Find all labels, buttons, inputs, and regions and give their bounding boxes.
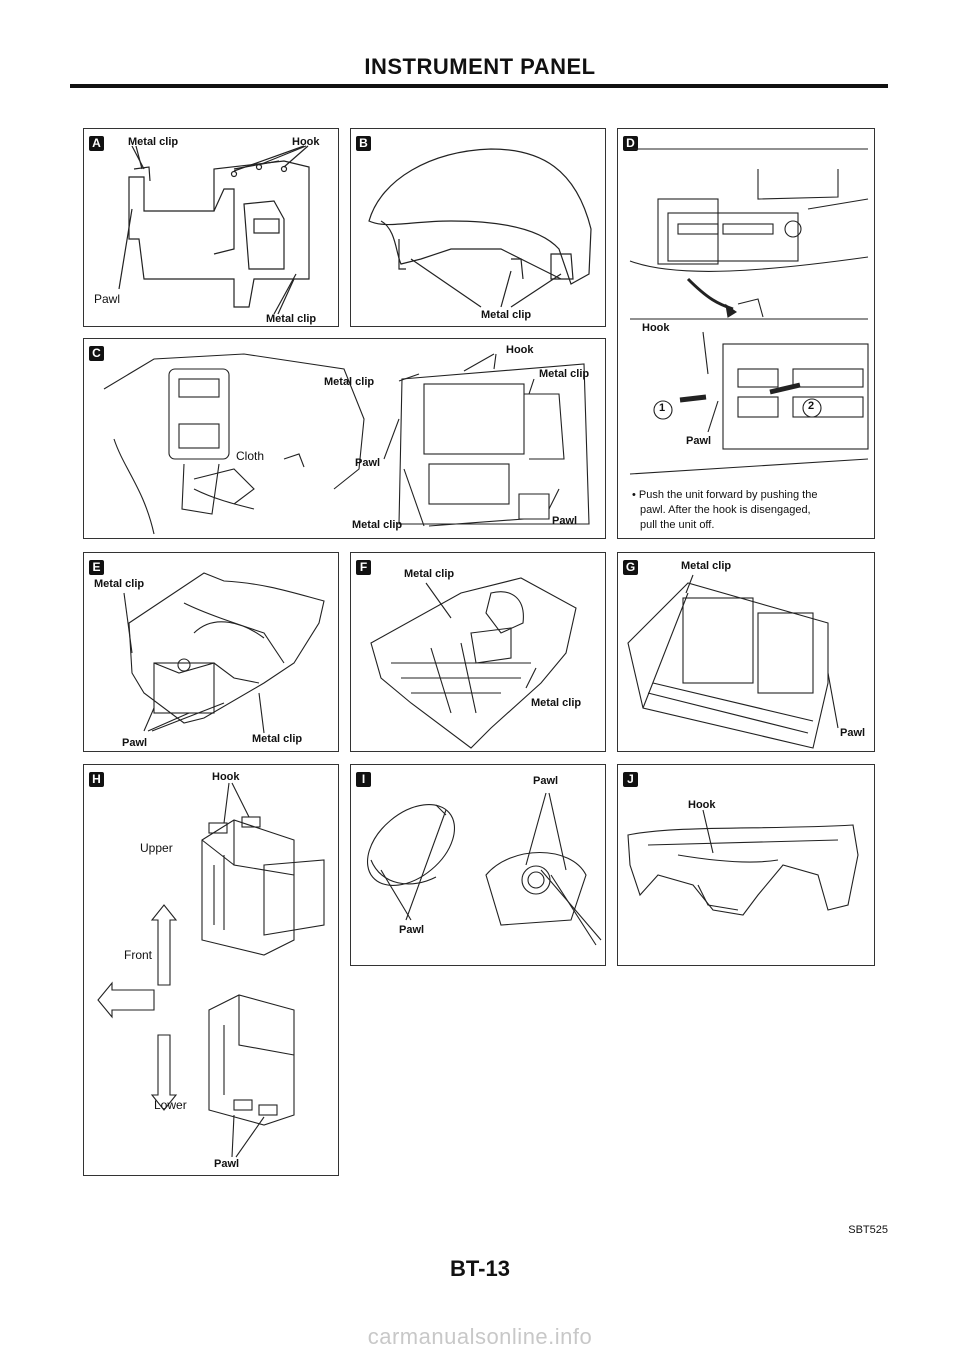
panel-illustration	[368, 148, 592, 308]
callout-label: 1	[659, 402, 666, 414]
callout-label: Pawl	[94, 292, 121, 306]
figure-panel-j: J Hook	[617, 764, 875, 966]
callout-label: Metal clip	[531, 697, 582, 709]
figure-panel-g: G Metal clip Pawl	[617, 552, 875, 752]
panel-letter: E	[89, 560, 104, 575]
callout-label: Pawl	[552, 515, 578, 527]
callout-label: Hook	[212, 771, 240, 783]
panel-letter: J	[623, 772, 638, 787]
callout-label: Hook	[688, 799, 716, 811]
figure-panel-i: I Pawl Pawl	[350, 764, 606, 966]
panel-illustration	[627, 574, 839, 749]
note-line: • Push the unit forward by pushing the	[632, 489, 818, 501]
figure-panel-c: C Hook Metal clip Metal clip Cloth Pawl …	[83, 338, 606, 539]
figure-panel-a: A Metal clip Hook Pawl Metal clip	[83, 128, 339, 327]
panel-illustration	[123, 572, 325, 734]
callout-label: Pawl	[399, 924, 425, 936]
callout-label: Metal clip	[681, 560, 732, 572]
page-number: BT-13	[450, 1256, 510, 1281]
callout-label: 2	[808, 400, 815, 412]
callout-label: Pawl	[122, 737, 148, 749]
figure-reference-code: SBT525	[848, 1224, 888, 1236]
panel-illustration	[103, 353, 590, 535]
callout-label: Metal clip	[324, 376, 375, 388]
callout-label: Metal clip	[94, 578, 145, 590]
callout-label: Metal clip	[481, 309, 532, 321]
callout-label: Hook	[292, 136, 320, 148]
figure-panel-f: F Metal clip Metal clip	[350, 552, 606, 752]
panel-illustration	[627, 809, 859, 916]
figure-panel-e: E Metal clip Pawl Metal clip	[83, 552, 339, 752]
panel-letter: D	[623, 136, 638, 151]
callout-label: Pawl	[533, 775, 559, 787]
callout-label: Front	[124, 948, 153, 962]
callout-label: Upper	[140, 841, 173, 855]
callout-label: Metal clip	[266, 313, 317, 325]
panel-letter: A	[89, 136, 104, 151]
header-rule	[70, 84, 888, 88]
figure-panel-b: B Metal clip	[350, 128, 606, 327]
panel-illustration	[370, 577, 577, 749]
panel-letter: H	[89, 772, 104, 787]
callout-label: Metal clip	[539, 368, 590, 380]
panel-letter: C	[89, 346, 104, 361]
callout-label: Metal clip	[128, 136, 179, 148]
callout-label: Lower	[154, 1098, 187, 1112]
note-line: pull the unit off.	[640, 519, 715, 531]
watermark: carmanualsonline.info	[367, 1324, 593, 1349]
callout-label: Pawl	[686, 435, 712, 447]
callout-label: Cloth	[236, 449, 265, 463]
callout-label: Metal clip	[352, 519, 403, 531]
note-line: pawl. After the hook is disengaged,	[640, 504, 811, 516]
panel-letter: F	[356, 560, 371, 575]
callout-label: Hook	[506, 344, 534, 356]
callout-label: Metal clip	[404, 568, 455, 580]
panel-letter: B	[356, 136, 371, 151]
panel-illustration	[629, 148, 869, 475]
panel-letter: I	[356, 772, 371, 787]
panel-illustration	[118, 145, 310, 315]
callout-label: Pawl	[214, 1158, 240, 1170]
callout-label: Hook	[642, 322, 670, 334]
figure-panel-h: H Hook Upper Front Lower Pawl	[83, 764, 339, 1176]
callout-label: Pawl	[840, 727, 866, 739]
page-title: INSTRUMENT PANEL	[364, 54, 596, 79]
panel-illustration	[97, 782, 325, 1158]
panel-letter: G	[623, 560, 638, 575]
figure-panel-d: D Hook Pawl 1 2 • Push the unit forward …	[617, 128, 875, 539]
callout-label: Metal clip	[252, 733, 303, 745]
callout-label: Pawl	[355, 457, 381, 469]
panel-illustration	[366, 792, 602, 946]
